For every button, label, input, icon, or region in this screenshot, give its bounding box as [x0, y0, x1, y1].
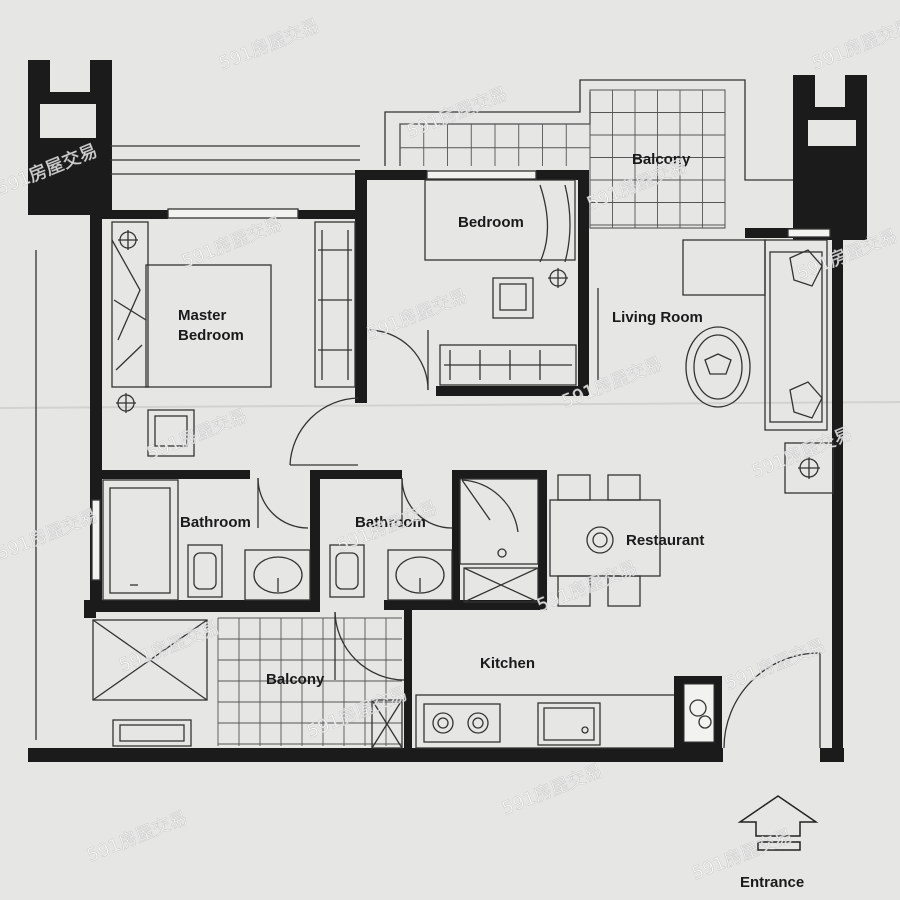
paper-fold: [0, 401, 900, 409]
bedroom-furniture: [424, 179, 577, 386]
dining-table: [549, 474, 661, 607]
watermark-3: 591房屋交易: [404, 83, 510, 142]
watermark-2: 591房屋交易: [809, 15, 900, 74]
bathroom-right-fixtures: [329, 477, 539, 603]
top-balcony-tiles: [589, 89, 726, 228]
label-kitchen: Kitchen: [480, 655, 535, 672]
balcony-bottom-tiles: [217, 617, 402, 746]
label-bathroom-right: Bathroom: [355, 514, 426, 531]
living-room-furniture: [597, 239, 834, 494]
watermark-6: 591房屋交易: [179, 213, 285, 272]
bathroom-left-fixtures: [102, 477, 311, 601]
top-balcony-tiles-lower: [399, 123, 591, 166]
walls: [28, 170, 844, 762]
watermark-1: 591房屋交易: [216, 15, 322, 74]
watermark-10: 591房屋交易: [144, 405, 250, 464]
label-master-bedroom-2: Bedroom: [178, 327, 244, 344]
windows: [91, 170, 831, 581]
label-bathroom-left: Bathroom: [180, 514, 251, 531]
watermark-16: 591房屋交易: [722, 635, 828, 694]
entrance-arrow-icon: [737, 795, 819, 851]
watermark-18: 591房屋交易: [499, 760, 605, 819]
master-bedroom-furniture: [111, 221, 429, 466]
label-restaurant: Restaurant: [626, 532, 704, 549]
label-living-room: Living Room: [612, 309, 703, 326]
label-bedroom: Bedroom: [458, 214, 524, 231]
label-master-bedroom-1: Master: [178, 307, 227, 324]
balcony-bottom-left: [35, 250, 208, 747]
label-entrance: Entrance: [740, 874, 804, 891]
top-balcony-structure: [110, 79, 793, 229]
kitchen-doors: [334, 611, 405, 749]
label-balcony-bottom: Balcony: [266, 671, 325, 688]
watermark-8: 591房屋交易: [364, 285, 470, 344]
pillar-right: [793, 75, 867, 240]
label-balcony-top: Balcony: [632, 151, 691, 168]
kitchen-fixtures: [415, 652, 821, 752]
watermark-19: 591房屋交易: [84, 807, 190, 866]
pillar-left: [28, 60, 112, 215]
watermark-14: 591房屋交易: [0, 505, 100, 564]
